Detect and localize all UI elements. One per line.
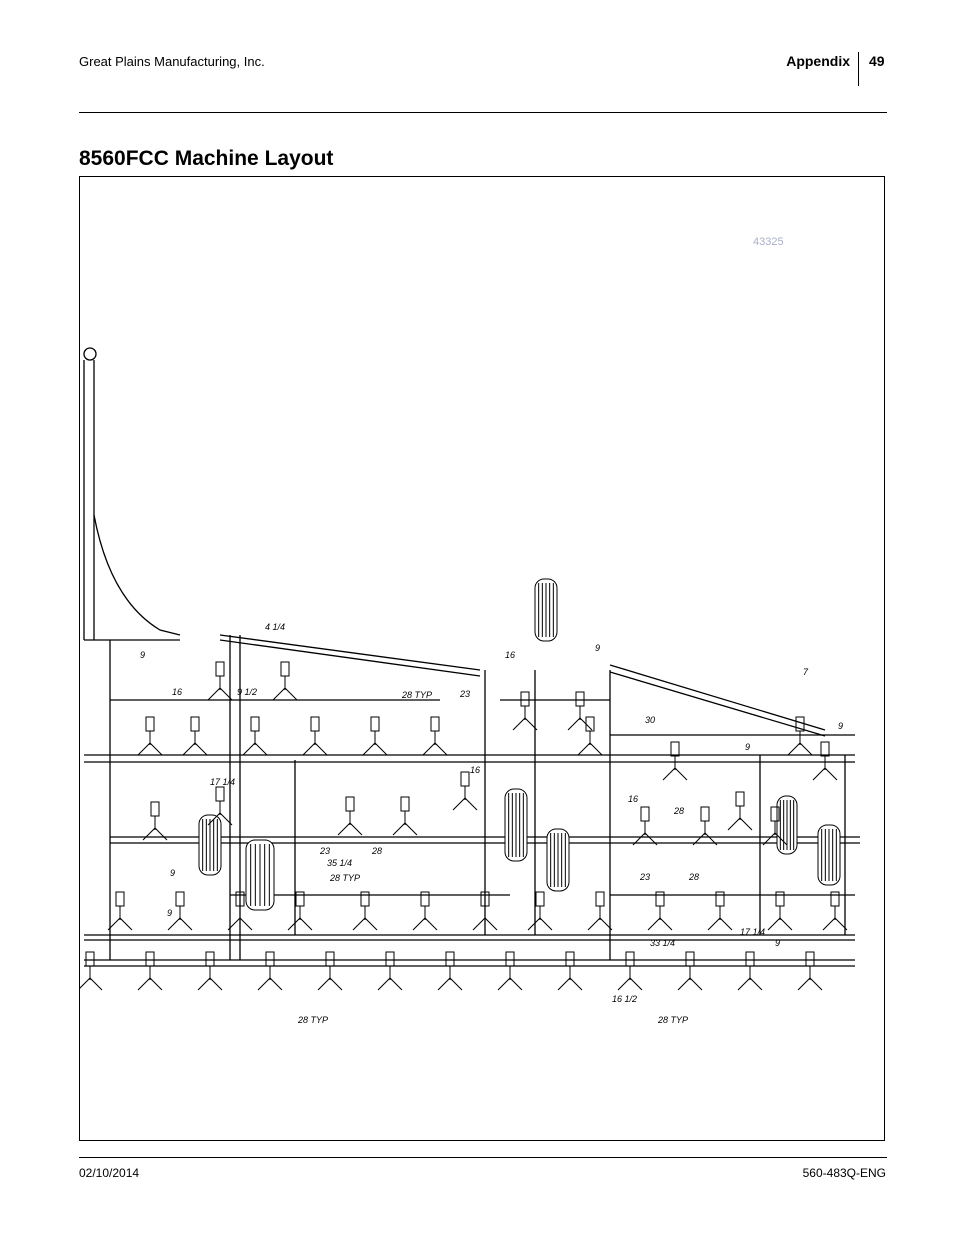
dimension-label: 9: [745, 742, 750, 752]
dimension-label: 16: [505, 650, 515, 660]
dimension-label: 28: [673, 806, 684, 816]
figure-frame: [79, 176, 885, 1141]
dimension-label: 17 1/4: [210, 777, 235, 787]
dimension-label: 9: [838, 721, 843, 731]
dimension-label: 4 1/4: [265, 622, 285, 632]
dimension-label: 28: [688, 872, 699, 882]
dimension-label: 16 1/2: [612, 994, 637, 1004]
header-rule: [79, 112, 887, 113]
dimension-label: 33 1/4: [650, 938, 675, 948]
footer-date: 02/10/2014: [79, 1166, 140, 1180]
page-number: 49: [869, 53, 885, 69]
dimension-label: 16: [628, 794, 638, 804]
dimension-label: 28 TYP: [297, 1015, 328, 1025]
dimension-label: 9: [140, 650, 145, 660]
header-section: Appendix: [786, 53, 850, 69]
dimension-label: 28: [371, 846, 382, 856]
dimension-label: 9: [170, 868, 175, 878]
dimension-label: 23: [639, 872, 650, 882]
dimension-label: 28 TYP: [401, 690, 432, 700]
header-divider: [858, 52, 859, 86]
footer-doc-number: 560-483Q-ENG: [802, 1166, 886, 1180]
figure-id: 43325: [753, 236, 784, 248]
dimension-label: 30: [645, 715, 655, 725]
page-title: 8560FCC Machine Layout: [79, 147, 334, 170]
header-company: Great Plains Manufacturing, Inc.: [79, 54, 265, 69]
dimension-label: 23: [319, 846, 330, 856]
dimension-label: 28 TYP: [329, 873, 360, 883]
dimension-label: 9: [775, 938, 780, 948]
dimension-label: 17 1/4: [740, 927, 765, 937]
dimension-label: 35 1/4: [327, 858, 352, 868]
machine-layout-drawing: 4 1/4 9 16 9 1/2 28 TYP 23 16 9 17 1/4 16 30 9 7 9 16 2…: [80, 347, 860, 1025]
dimension-label: 9: [595, 643, 600, 653]
dimension-label: 28 TYP: [657, 1015, 688, 1025]
dimension-label: 9 1/2: [237, 687, 257, 697]
dimension-label: 9: [167, 908, 172, 918]
dimension-label: 7: [803, 667, 809, 677]
dimension-label: 16: [470, 765, 480, 775]
footer-rule: [79, 1157, 887, 1158]
dimension-label: 23: [459, 689, 470, 699]
dimension-label: 16: [172, 687, 182, 697]
